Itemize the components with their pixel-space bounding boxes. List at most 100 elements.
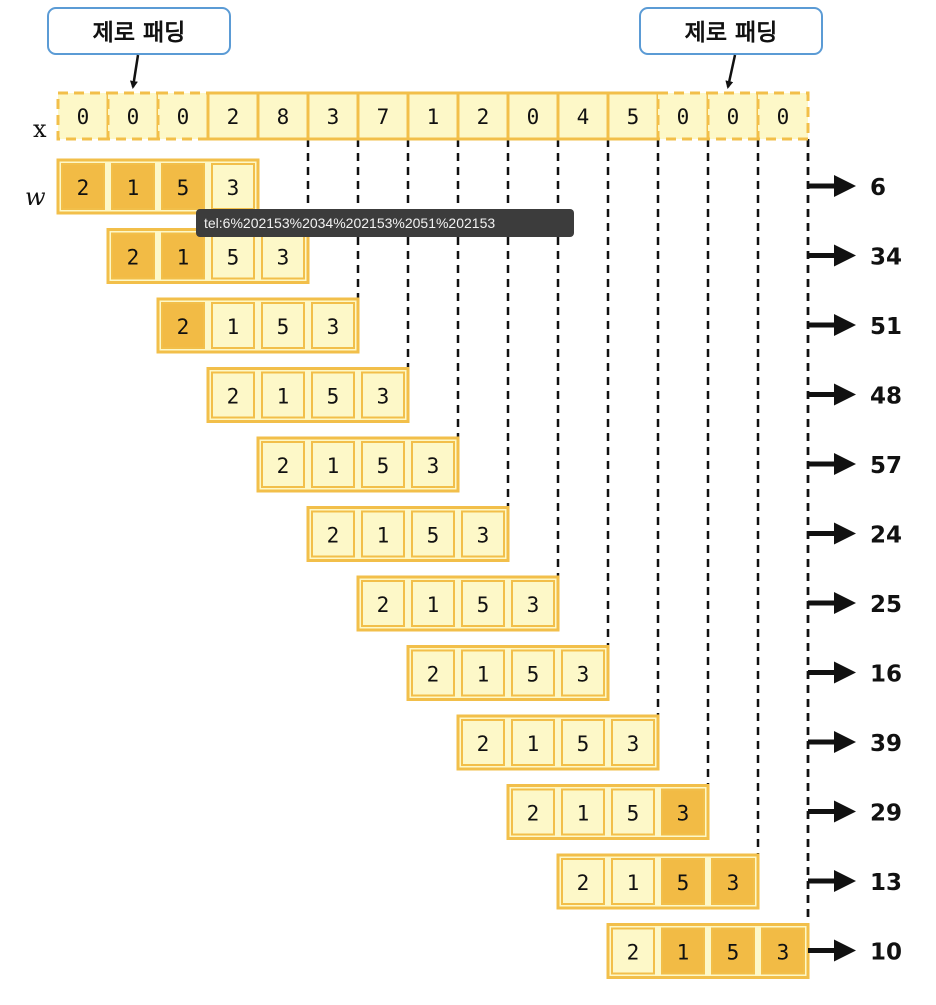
kernel-cell-value: 1 xyxy=(527,732,540,756)
kernel-cell xyxy=(311,441,355,488)
tooltip-bg xyxy=(196,209,574,237)
kernel-cell-value: 3 xyxy=(477,524,490,548)
kernel-cell-on-padding xyxy=(111,232,155,280)
x-cell-value: 0 xyxy=(727,105,740,129)
kernel-cell-value: 1 xyxy=(177,246,190,270)
output-row: 16 xyxy=(808,661,902,688)
x-cell-value: 0 xyxy=(777,105,790,129)
kernel-cell-value: 5 xyxy=(277,315,290,339)
kernel-cell-value: 2 xyxy=(127,246,140,270)
kernel-cell-value: 5 xyxy=(377,454,390,478)
kernel-cell xyxy=(611,858,655,905)
kernel-cell-value: 2 xyxy=(427,663,440,687)
x-cell-value: 0 xyxy=(527,105,540,129)
kernel-cell xyxy=(411,441,455,488)
x-cell-value: 0 xyxy=(127,105,140,129)
kernel-cell xyxy=(611,927,655,975)
kernel-cell-value: 1 xyxy=(577,802,590,826)
output-arrow-icon xyxy=(834,175,856,197)
callout-left-text: 제로 패딩 xyxy=(93,20,186,46)
kernel-cell-value: 3 xyxy=(677,802,690,826)
output-row: 39 xyxy=(808,731,902,757)
kernel-cell xyxy=(211,371,255,419)
kernel-cell-value: 1 xyxy=(327,454,340,478)
kernel-cell xyxy=(311,302,355,349)
kernel-cell xyxy=(211,163,255,210)
kernel-cell xyxy=(511,788,555,836)
kernel-cell-value: 2 xyxy=(527,802,540,826)
kernel-cell-value: 1 xyxy=(677,941,690,965)
output-row: 6 xyxy=(808,175,886,201)
output-value: 57 xyxy=(870,453,902,479)
kernel-cell-value: 1 xyxy=(227,315,240,339)
kernel-cell-value: 3 xyxy=(227,176,240,200)
kernel-cell xyxy=(361,371,405,419)
kernel-cell-on-padding xyxy=(111,163,155,210)
kernel-cell-value: 5 xyxy=(577,732,590,756)
output-value: 16 xyxy=(870,662,902,688)
kernel-cell xyxy=(461,510,505,558)
output-row: 25 xyxy=(808,592,902,618)
kernel-cell-value: 5 xyxy=(527,663,540,687)
kernel-cell xyxy=(461,580,505,627)
kernel-cell-value: 5 xyxy=(177,176,190,200)
output-arrow-icon xyxy=(834,731,856,753)
x-cell-value: 0 xyxy=(77,105,90,129)
kernel-cell-value: 1 xyxy=(127,176,140,200)
x-cell xyxy=(606,91,660,141)
kernel-cell xyxy=(411,510,455,558)
output-row: 10 xyxy=(808,939,902,966)
kernel-cell-value: 1 xyxy=(627,871,640,895)
output-arrow-icon xyxy=(834,453,856,475)
kernel-cell xyxy=(361,580,405,627)
x-cell-value: 8 xyxy=(277,105,290,129)
kernel-cell-value: 3 xyxy=(527,593,540,617)
kernel-cell-value: 5 xyxy=(327,385,340,409)
kernel-cell-value: 5 xyxy=(227,246,240,270)
kernel-cell-value: 3 xyxy=(427,454,440,478)
kernel-cell-on-padding xyxy=(161,163,205,210)
kernel-cell xyxy=(311,510,355,558)
kernel-cell-value: 3 xyxy=(377,385,390,409)
x-pad-cell xyxy=(156,91,210,141)
x-cell-value: 4 xyxy=(577,105,590,129)
x-cell-value: 3 xyxy=(327,105,340,129)
kernel-cell-value: 1 xyxy=(377,524,390,548)
kernel-cell-on-padding xyxy=(661,858,705,905)
kernel-cell xyxy=(411,649,455,697)
x-cell-value: 5 xyxy=(627,105,640,129)
kernel-cell-value: 1 xyxy=(277,385,290,409)
output-value: 51 xyxy=(870,314,902,340)
kernel-cell-on-padding xyxy=(61,163,105,210)
w-row-label: w xyxy=(25,183,46,211)
kernel-cell xyxy=(211,302,255,349)
x-cell-value: 7 xyxy=(377,105,390,129)
output-row: 34 xyxy=(808,244,902,271)
kernel-cell xyxy=(361,510,405,558)
kernel-cell xyxy=(611,719,655,766)
kernel-cell-value: 3 xyxy=(277,246,290,270)
kernel-cell-value: 5 xyxy=(677,871,690,895)
kernel-cell-value: 2 xyxy=(477,732,490,756)
kernel-cell-value: 1 xyxy=(427,593,440,617)
output-row: 13 xyxy=(808,870,902,896)
callout-right-box xyxy=(639,7,823,55)
kernel-cell-value: 2 xyxy=(227,385,240,409)
kernel-cell xyxy=(561,719,605,766)
x-cell xyxy=(256,91,310,141)
x-cell xyxy=(456,91,510,141)
kernel-cell-on-padding xyxy=(661,927,705,975)
x-row-label: x xyxy=(33,115,47,143)
output-value: 39 xyxy=(870,731,902,757)
output-arrow-icon xyxy=(834,661,856,684)
kernel-cell-value: 2 xyxy=(77,176,90,200)
kernel-cell xyxy=(361,441,405,488)
kernel-cell-value: 2 xyxy=(627,941,640,965)
